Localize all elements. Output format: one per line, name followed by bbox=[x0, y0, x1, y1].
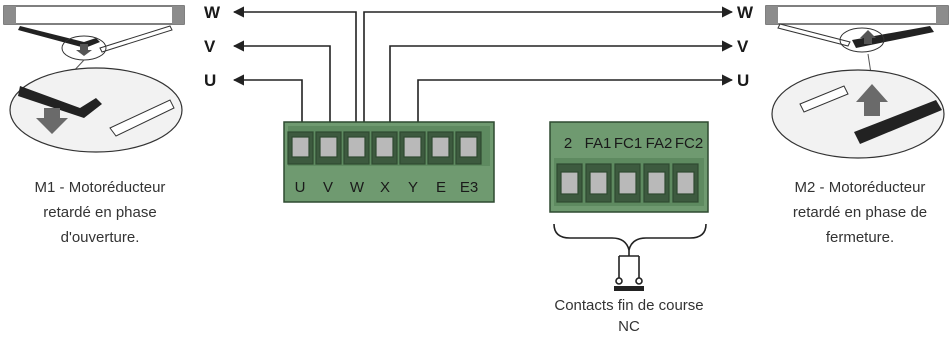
terminal-label-u: U bbox=[295, 179, 306, 196]
wire-u-left bbox=[232, 74, 303, 132]
terminal-label-e3: E3 bbox=[460, 179, 478, 196]
label-w-right: W bbox=[737, 3, 754, 22]
caption-contacts-line2: NC bbox=[618, 318, 640, 335]
terminal-label-e: E bbox=[436, 179, 446, 196]
wire-w-right bbox=[363, 6, 734, 132]
motor-m2-illustration bbox=[765, 5, 949, 159]
terminal-label-fc2: FC2 bbox=[675, 135, 703, 152]
label-u-right: U bbox=[737, 71, 749, 90]
wires bbox=[232, 6, 734, 132]
label-v-left: V bbox=[204, 37, 216, 56]
wire-w-left bbox=[232, 6, 357, 132]
wire-v-right bbox=[389, 40, 734, 132]
caption-m1-line1: M1 - Motoréducteur bbox=[35, 179, 166, 196]
motor-terminal-block: U V W X Y E E3 bbox=[283, 121, 495, 203]
terminal-label-y: Y bbox=[408, 179, 418, 196]
caption-m1-line3: d'ouverture. bbox=[61, 229, 140, 246]
wire-v-left bbox=[232, 40, 331, 132]
terminal-label-2: 2 bbox=[564, 135, 572, 152]
terminal-label-v: V bbox=[323, 179, 333, 196]
limit-switch-terminal-block: 2 FA1 FC1 FA2 FC2 bbox=[549, 121, 709, 213]
terminal-label-fa1: FA1 bbox=[585, 135, 612, 152]
caption-m2-line1: M2 - Motoréducteur bbox=[795, 179, 926, 196]
limit-terminal-screws bbox=[556, 163, 699, 203]
caption-m2-line3: fermeture. bbox=[826, 229, 894, 246]
contacts-brace bbox=[553, 223, 707, 291]
caption-m1-line2: retardé en phase bbox=[43, 204, 156, 221]
caption-m2-line2: retardé en phase de bbox=[793, 204, 927, 221]
label-v-right: V bbox=[737, 37, 749, 56]
terminal-label-fc1: FC1 bbox=[614, 135, 642, 152]
label-u-left: U bbox=[204, 71, 216, 90]
terminal-label-x: X bbox=[380, 179, 390, 196]
terminal-screws bbox=[287, 131, 482, 165]
label-w-left: W bbox=[204, 3, 221, 22]
terminal-label-fa2: FA2 bbox=[646, 135, 673, 152]
motor-m1-illustration bbox=[3, 5, 185, 153]
caption-contacts-line1: Contacts fin de course bbox=[554, 297, 703, 314]
wire-u-right bbox=[417, 74, 734, 132]
terminal-label-w: W bbox=[350, 179, 365, 196]
